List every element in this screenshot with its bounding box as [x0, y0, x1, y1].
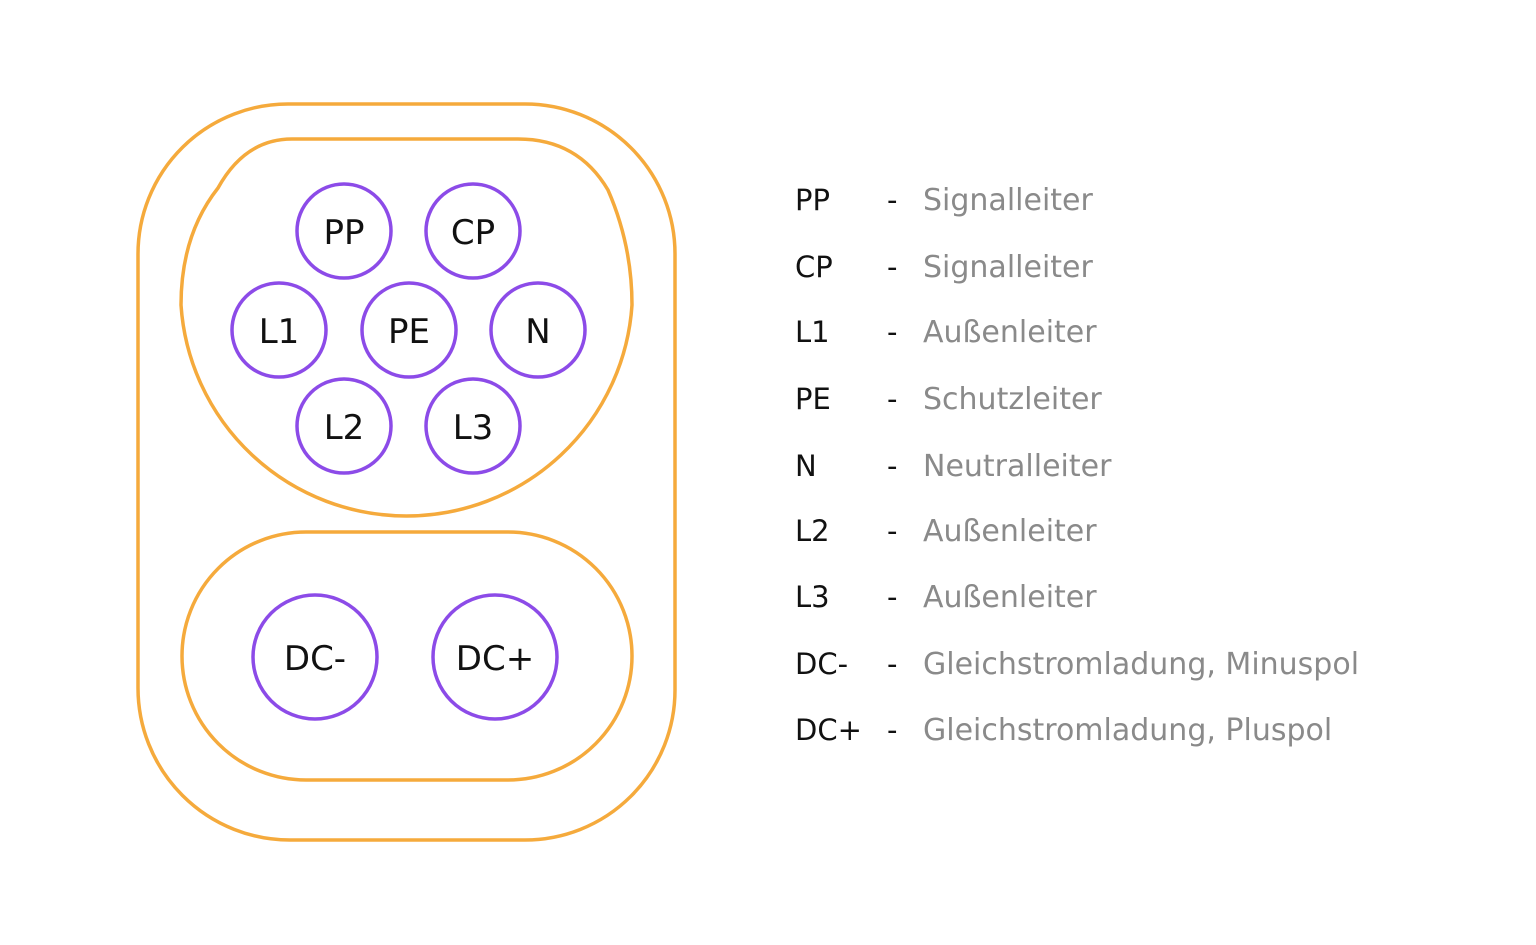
svg-text:N: N [525, 312, 550, 352]
svg-text:PP: PP [323, 213, 364, 253]
legend-description: Außenleiter [923, 314, 1097, 350]
legend-description: Signalleiter [923, 249, 1093, 285]
legend-description: Außenleiter [923, 513, 1097, 549]
pin-pp: PP [295, 182, 393, 280]
legend-code: CP [795, 250, 833, 284]
pin-dc-plus: DC+ [431, 593, 559, 721]
legend-dash: - [887, 183, 898, 217]
svg-text:DC-: DC- [284, 639, 346, 679]
ac-inlet-contour [179, 137, 634, 518]
legend-row-l2: L2 - Außenleiter [795, 511, 1097, 551]
legend-row-l1: L1 - Außenleiter [795, 312, 1097, 352]
svg-text:CP: CP [451, 213, 495, 253]
legend-code: N [795, 449, 817, 483]
outer-housing [136, 102, 677, 842]
svg-text:L2: L2 [324, 408, 365, 448]
legend-dash: - [887, 382, 898, 416]
legend-code: L3 [795, 580, 830, 614]
pin-dc-minus: DC- [251, 593, 379, 721]
legend-code: L1 [795, 315, 830, 349]
legend-row-pe: PE - Schutzleiter [795, 379, 1102, 419]
legend-code: PP [795, 183, 830, 217]
legend-row-n: N - Neutralleiter [795, 446, 1111, 486]
legend-row-dc-minus: DC- - Gleichstromladung, Minuspol [795, 644, 1359, 684]
legend-dash: - [887, 647, 898, 681]
legend-description: Außenleiter [923, 579, 1097, 615]
pin-cp: CP [424, 182, 522, 280]
svg-text:L3: L3 [453, 408, 494, 448]
pin-legend: PP - Signalleiter CP - Signalleiter L1 -… [795, 0, 1515, 945]
legend-row-dc-plus: DC+ - Gleichstromladung, Pluspol [795, 710, 1332, 750]
legend-description: Gleichstromladung, Pluspol [923, 712, 1333, 748]
legend-code: DC- [795, 647, 849, 681]
legend-row-cp: CP - Signalleiter [795, 247, 1093, 287]
dc-inlet-contour [180, 530, 634, 782]
legend-row-l3: L3 - Außenleiter [795, 577, 1097, 617]
pin-l1: L1 [230, 281, 328, 379]
legend-code: L2 [795, 514, 830, 548]
legend-row-pp: PP - Signalleiter [795, 180, 1093, 220]
legend-dash: - [887, 713, 898, 747]
legend-dash: - [887, 449, 898, 483]
legend-code: PE [795, 382, 831, 416]
pin-n: N [489, 281, 587, 379]
svg-text:DC+: DC+ [456, 639, 534, 679]
legend-description: Schutzleiter [923, 381, 1102, 417]
legend-dash: - [887, 580, 898, 614]
svg-text:PE: PE [388, 312, 430, 352]
pin-l3: L3 [424, 377, 522, 475]
pin-l2: L2 [295, 377, 393, 475]
legend-description: Neutralleiter [923, 448, 1112, 484]
legend-dash: - [887, 514, 898, 548]
pin-pe: PE [360, 281, 458, 379]
legend-description: Gleichstromladung, Minuspol [923, 646, 1360, 682]
legend-dash: - [887, 315, 898, 349]
legend-code: DC+ [795, 713, 862, 747]
ccs-connector-diagram: PP CP L1 PE N L2 L3 DC- DC+ [136, 102, 677, 842]
legend-description: Signalleiter [923, 182, 1093, 218]
legend-dash: - [887, 250, 898, 284]
svg-text:L1: L1 [259, 312, 300, 352]
